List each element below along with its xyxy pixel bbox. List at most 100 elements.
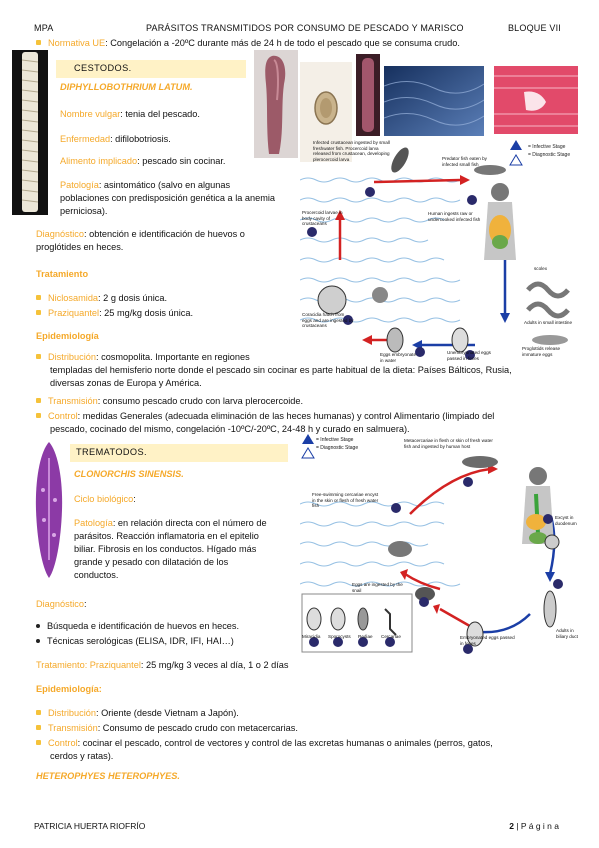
- header-title: PARÁSITOS TRANSMITIDOS POR CONSUMO DE PE…: [146, 23, 464, 33]
- page-word: | P á g i n a: [516, 820, 559, 831]
- enfermedad-line: Enfermedad: difilobotriosis.: [60, 133, 171, 146]
- diagram1-label-2: Predator fish eaten by infected small fi…: [442, 156, 487, 167]
- diagram2-label-3: Excyst in duodenum: [555, 515, 577, 526]
- life-cycle-2-svg: [299, 434, 563, 654]
- diagram1-label-10: scolex: [534, 266, 548, 271]
- patologia-2-label: Patología: [74, 518, 113, 528]
- diagnostico-2-item-1: Búsqueda e identificación de huevos en h…: [36, 620, 239, 633]
- enfermedad-text: : difilobotriosis.: [110, 134, 171, 144]
- bullet-icon: [36, 40, 41, 46]
- diagram1-label-1: Infected crustacean ingested by small fr…: [313, 140, 390, 162]
- normativa-label: Normativa UE: [48, 38, 106, 48]
- diagram2-label-2: Free-swimming cercariae encyst in the sk…: [312, 492, 379, 508]
- praziquantel-2-label: Praziquantel: [89, 660, 141, 670]
- patologia-2-text-3: biliar. Fibrosis en los conductos. Hígad…: [74, 544, 257, 555]
- clonorchis-title: CLONORCHIS SINENSIS.: [74, 469, 184, 479]
- stained-worm-photo: [494, 66, 578, 134]
- alimento-label: Alimento implicado: [60, 156, 138, 166]
- control-label: Control: [48, 411, 78, 421]
- distribucion-2-text: : Oriente (desde Vietnam a Japón).: [96, 708, 239, 718]
- stage-rediae: Rediae: [358, 634, 373, 639]
- life-cycle-1-svg: [299, 140, 570, 360]
- distribucion-2-label: Distribución: [48, 708, 96, 718]
- stained-worm-image: [494, 66, 578, 134]
- stage-sporocysts: Sporocysts: [328, 634, 351, 639]
- proglottid-image: [356, 54, 380, 136]
- adult-worm-image: [254, 50, 298, 158]
- tapeworm-image: [12, 50, 48, 215]
- diagram1-label-6: Eggs embryonate in water: [380, 352, 417, 363]
- diag-1-text: Búsqueda e identificación de huevos en h…: [47, 621, 240, 631]
- tratamiento-title: Tratamiento: [36, 269, 89, 279]
- diagram2-label-4: Eggs are ingested by the snail: [352, 582, 403, 593]
- patologia-2-block: Patología: en relación directa con el nú…: [74, 517, 304, 582]
- bullet-icon: [36, 295, 41, 301]
- patologia-text-3: perniciosa).: [60, 206, 108, 217]
- patologia-block: Patología: asintomático (salvo en alguna…: [60, 179, 300, 218]
- distribucion-label: Distribución: [48, 352, 96, 362]
- tratamiento-2-line: Tratamiento: Praziquantel: 25 mg/kg 3 ve…: [36, 660, 289, 670]
- distribucion-text-3: diversas zonas de Europa y América.: [50, 378, 202, 389]
- normativa-text: : Congelación a -20ºC durante más de 24 …: [105, 38, 460, 48]
- control-2-text-2: cerdos y ratas).: [50, 751, 114, 762]
- nombre-label: Nombre vulgar: [60, 109, 121, 119]
- heterophyes-species: HETEROPHYES HETEROPHYES.: [36, 771, 180, 781]
- diagram1-label-4: Procercoid larvae in body cavity of crus…: [302, 210, 343, 226]
- tratamiento-item-2: Praziquantel: 25 mg/kg dosis única.: [36, 307, 193, 320]
- bullet-icon: [36, 413, 41, 419]
- bullet-icon: [36, 310, 41, 316]
- niclosamida-label: Niclosamida: [48, 293, 99, 303]
- bullet-icon: [36, 354, 41, 360]
- nombre-line: Nombre vulgar: tenia del pescado.: [60, 108, 200, 121]
- ciclo-label: Ciclo biológico: [74, 494, 134, 504]
- bullet-icon: [36, 623, 40, 628]
- patologia-label: Patología: [60, 180, 99, 190]
- clonorchis-life-cycle-diagram: [299, 434, 580, 664]
- diagnostico-text-2: proglótides en heces.: [36, 242, 124, 253]
- legend-2-diagnostic: = Diagnostic Stage: [316, 445, 359, 451]
- nombre-text: : tenia del pescado.: [120, 109, 200, 119]
- egg-image: [300, 62, 352, 162]
- epidemiologia-2-label: Epidemiología: [36, 684, 99, 694]
- patologia-text-2: poblaciones con predisposición genética …: [60, 193, 276, 204]
- bullet-icon: [36, 638, 40, 643]
- transmision-line: Transmisión: consumo pescado crudo con l…: [36, 395, 303, 408]
- normativa-line: Normativa UE: Congelación a -20ºC durant…: [36, 37, 460, 50]
- ciclo-line: Ciclo biológico:: [74, 493, 136, 506]
- bullet-icon: [36, 398, 41, 404]
- cestodos-band-title: CESTODOS.: [74, 63, 132, 73]
- diagnostico-text-1: : obtención e identificación de huevos o: [84, 229, 245, 239]
- praziquantel-label: Praziquantel: [48, 308, 100, 318]
- epidemiologia-title: Epidemiología: [36, 331, 99, 341]
- control-2-label: Control: [48, 738, 78, 748]
- diagram2-label-1: Metacercariae in flesh or skin of fresh …: [404, 438, 493, 449]
- transmision-text: : consumo pescado crudo con larva pleroc…: [97, 396, 304, 406]
- diagram1-label-8: Adults in small intestine: [524, 320, 573, 325]
- diagram2-label-6: Adults in biliary duct: [556, 628, 578, 639]
- patologia-2-text-1: : en relación directa con el número de: [112, 518, 267, 528]
- larva-micro-image: [383, 66, 485, 136]
- diagram1-label-5: Coracidia hatch from eggs and are ingest…: [302, 312, 354, 328]
- niclosamida-text: : 2 g dosis única.: [98, 293, 167, 303]
- epidemiologia-2-title: Epidemiología:: [36, 684, 102, 694]
- species-title: DIPHYLLOBOTHRIUM LATUM.: [60, 82, 193, 92]
- egg-photo: [300, 62, 352, 162]
- patologia-2-text-2: parásitos. Reacción inflamatoria en el e…: [74, 531, 259, 542]
- praziquantel-text: : 25 mg/kg dosis única.: [99, 308, 194, 318]
- larva-micro-photo: [383, 66, 485, 136]
- transmision-label: Transmisión: [48, 396, 98, 406]
- footer-page: 2 | P á g i n a: [509, 820, 559, 832]
- distribucion-text-2: templadas del hemisferio norte donde el …: [50, 365, 512, 376]
- alimento-line: Alimento implicado: pescado sin cocinar.: [60, 155, 225, 168]
- distribucion-2-line: Distribución: Oriente (desde Vietnam a J…: [36, 707, 239, 720]
- clonorchis-species: CLONORCHIS SINENSIS.: [74, 469, 184, 479]
- patologia-2-text-4: grande y pesado con dilatación de los: [74, 557, 229, 568]
- ciclo-text: :: [133, 494, 136, 504]
- tapeworm-photo: [12, 50, 48, 215]
- control-2-block: Control: cocinar el pescado, control de …: [36, 737, 576, 763]
- alimento-text: : pescado sin cocinar.: [137, 156, 226, 166]
- clonorchis-image: [32, 440, 66, 580]
- trematodos-band: TREMATODOS.: [70, 444, 288, 462]
- adult-worm-photo: [254, 50, 298, 158]
- stage-miracidia: Miracidia: [302, 634, 321, 639]
